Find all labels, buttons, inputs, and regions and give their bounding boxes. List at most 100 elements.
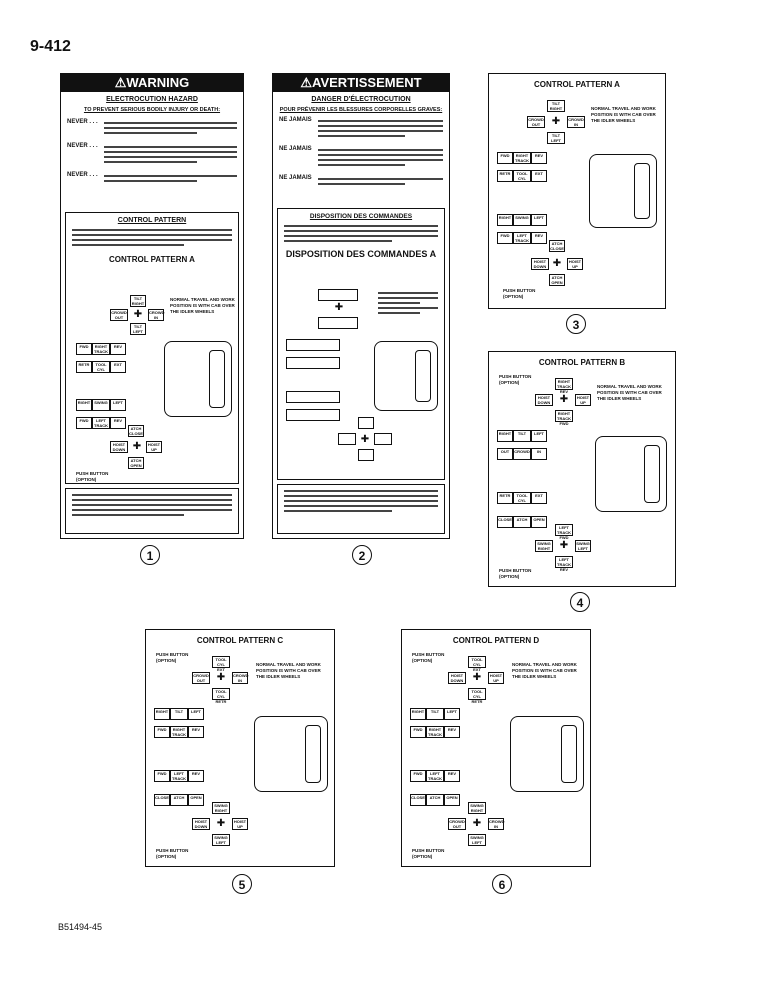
rev-key: REV (444, 770, 460, 782)
normal-travel-note: NORMAL TRAVEL AND WORK POSITION IS WITH … (256, 662, 321, 679)
key-block (286, 339, 340, 351)
joystick-cross-icon: ✚ (132, 441, 142, 452)
hoist-down-key: HOIST DOWN (535, 394, 553, 406)
swing-left-key: SWING LEFT (468, 834, 486, 846)
joystick-cross-icon: ✚ (559, 540, 569, 551)
joystick-cross-icon: ✚ (551, 116, 561, 127)
tilt-key: TILT (513, 430, 531, 442)
atch-open-key: ATCH OPEN (549, 274, 565, 286)
joystick-cross-icon: ✚ (360, 434, 370, 445)
right-track-key: RIGHT TRACK (513, 152, 531, 164)
hoist-up-key: HOIST UP (575, 394, 591, 406)
swing-right-key: SWING RIGHT (212, 802, 230, 814)
right-track-key: RIGHT TRACK (426, 726, 444, 738)
key-block (374, 433, 392, 445)
left-key: LEFT (188, 708, 204, 720)
close-key: CLOSE (154, 794, 170, 806)
fwd-key: FWD (76, 343, 92, 355)
atch-key: ATCH (513, 516, 531, 528)
key-block (358, 417, 374, 429)
tool-cyl-ext-key: TOOL CYL EXT (468, 656, 486, 672)
tool-cyl-ext-key: TOOL CYL EXT (212, 656, 230, 672)
swing-left-key: SWING LEFT (212, 834, 230, 846)
callout-2: 2 (352, 545, 372, 565)
machine-cab-diagram (589, 154, 657, 228)
joystick-cross-icon: ✚ (552, 258, 562, 269)
retr-key: RETR (497, 492, 513, 504)
never-label: NEVER . . . (67, 172, 98, 178)
out-key: OUT (497, 448, 513, 460)
right-track-rev-key: RIGHT TRACK REV (555, 378, 573, 394)
left-track-fwd-key: LEFT TRACK FWD (555, 524, 573, 540)
disclaimer-box (65, 488, 239, 534)
warning-header: ⚠AVERTISSEMENT (273, 74, 449, 92)
tool-cyl-key: TOOL CYL (92, 361, 110, 373)
tool-cyl-retr-key: TOOL CYL RETR (212, 688, 230, 704)
fwd-key: FWD (497, 152, 513, 164)
right-track-key: RIGHT TRACK (92, 343, 110, 355)
hazard-heading: DANGER D'ÉLECTROCUTION (311, 96, 411, 103)
tilt-key: TILT (426, 708, 444, 720)
push-button-label: PUSH BUTTON (OPTION) (156, 652, 189, 663)
push-button-label: PUSH BUTTON (OPTION) (412, 848, 445, 859)
joystick-cross-icon: ✚ (133, 309, 143, 320)
tool-cyl-key: TOOL CYL (513, 170, 531, 182)
crowd-in-key: CROWD IN (148, 309, 165, 321)
key-block (338, 433, 356, 445)
warning-decal-french: ⚠AVERTISSEMENT DANGER D'ÉLECTROCUTION PO… (272, 73, 450, 539)
right-key: RIGHT (76, 399, 92, 411)
right-key: RIGHT (410, 708, 426, 720)
open-key: OPEN (188, 794, 204, 806)
tilt-left-key: TILT LEFT (547, 132, 565, 144)
left-key: LEFT (531, 214, 547, 226)
right-key: RIGHT (497, 430, 513, 442)
rev-key: REV (444, 726, 460, 738)
left-key: LEFT (444, 708, 460, 720)
push-button-label: PUSH BUTTON (OPTION) (503, 288, 536, 299)
hazard-heading: ELECTROCUTION HAZARD (106, 96, 198, 103)
tilt-left-key: TILT LEFT (130, 323, 146, 335)
machine-cab-diagram (164, 341, 232, 417)
swing-key: SWING (92, 399, 110, 411)
push-button-label: PUSH BUTTON (OPTION) (499, 374, 532, 385)
left-track-key: LEFT TRACK (170, 770, 188, 782)
normal-travel-note: NORMAL TRAVEL AND WORK POSITION IS WITH … (170, 297, 235, 314)
left-key: LEFT (110, 399, 126, 411)
crowd-out-key: CROWD OUT (527, 116, 545, 128)
left-track-key: LEFT TRACK (513, 232, 531, 244)
atch-key: ATCH (426, 794, 444, 806)
push-button-label: PUSH BUTTON (OPTION) (156, 848, 189, 859)
hoist-down-key: HOIST DOWN (192, 818, 210, 830)
never-label: NEVER . . . (67, 143, 98, 149)
control-pattern-a-decal: CONTROL PATTERN A TILT RIGHT CROWD OUT ✚… (488, 73, 666, 309)
normal-travel-note: NORMAL TRAVEL AND WORK POSITION IS WITH … (591, 106, 656, 123)
joystick-cross-icon: ✚ (334, 302, 344, 313)
in-key: IN (531, 448, 547, 460)
hoist-down-key: HOIST DOWN (448, 672, 466, 684)
control-pattern-b-decal: CONTROL PATTERN B PUSH BUTTON (OPTION) R… (488, 351, 676, 587)
hazard-subheading: POUR PRÉVENIR LES BLESSURES CORPORELLES … (279, 107, 443, 113)
pattern-title: CONTROL PATTERN D (452, 636, 540, 645)
hoist-up-key: HOIST UP (488, 672, 504, 684)
pattern-title: CONTROL PATTERN A (534, 80, 620, 89)
open-key: OPEN (444, 794, 460, 806)
push-button-label: PUSH BUTTON (OPTION) (499, 568, 532, 579)
hoist-up-key: HOIST UP (567, 258, 583, 270)
control-pattern-d-decal: CONTROL PATTERN D PUSH BUTTON (OPTION) T… (401, 629, 591, 867)
joystick-cross-icon: ✚ (472, 672, 482, 683)
normal-travel-note: NORMAL TRAVEL AND WORK POSITION IS WITH … (512, 662, 577, 679)
swing-key: SWING (513, 214, 531, 226)
push-button-label: PUSH BUTTON (OPTION) (412, 652, 445, 663)
key-block (318, 317, 358, 329)
machine-cab-diagram (595, 436, 667, 512)
left-track-key: LEFT TRACK (426, 770, 444, 782)
hoist-down-key: HOIST DOWN (531, 258, 549, 270)
never-label: NE JAMAIS (279, 175, 312, 181)
crowd-out-key: CROWD OUT (192, 672, 210, 684)
rev-key: REV (531, 152, 547, 164)
swing-left-key: SWING LEFT (575, 540, 591, 552)
joystick-cross-icon: ✚ (216, 672, 226, 683)
pattern-title: DISPOSITION DES COMMANDES A (285, 249, 437, 259)
fwd-key: FWD (497, 232, 513, 244)
swing-right-key: SWING RIGHT (468, 802, 486, 814)
